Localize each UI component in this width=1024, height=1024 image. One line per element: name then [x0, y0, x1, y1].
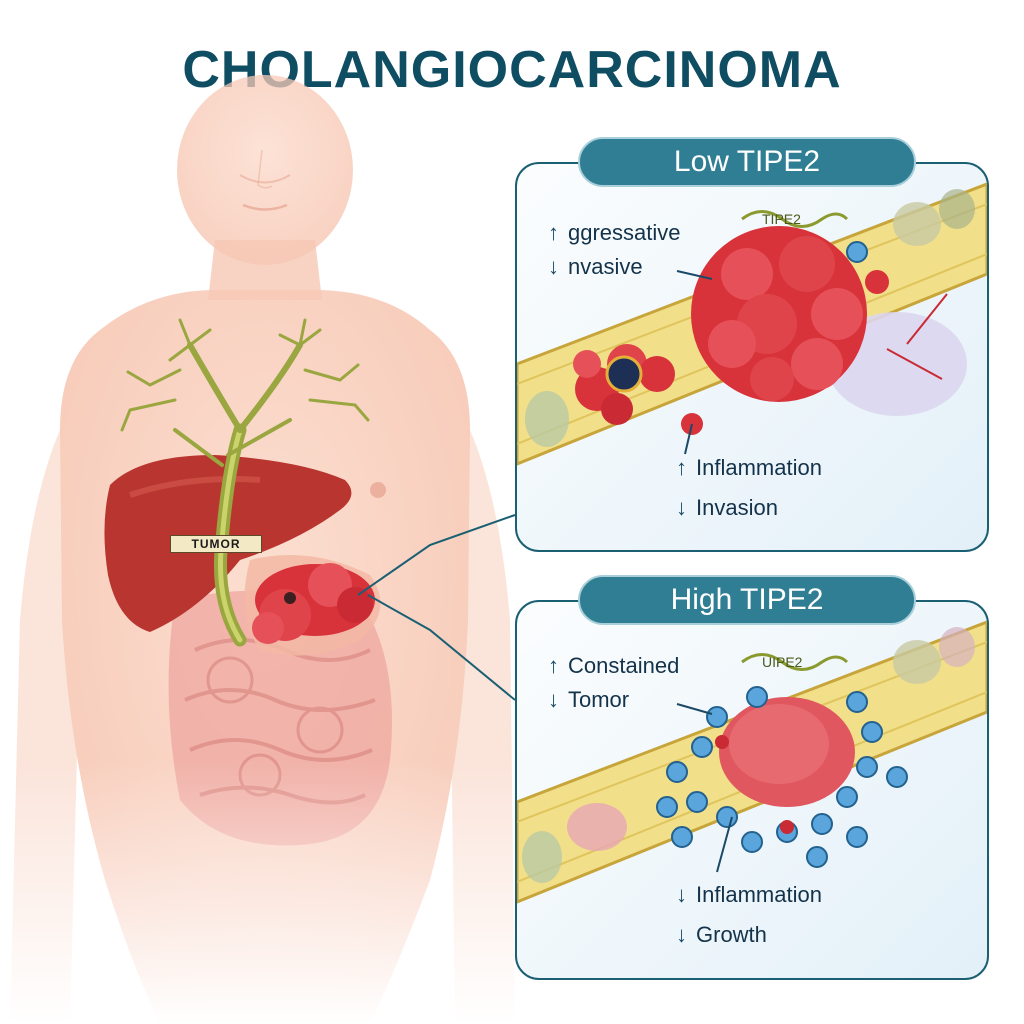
tumor-mass: [252, 563, 375, 644]
protein-label: UIPE2: [762, 654, 803, 670]
low-indicator-aggressive: ↑ggressative: [548, 220, 681, 245]
up-arrow-icon: ↑: [548, 653, 559, 678]
up-arrow-icon: ↑: [548, 220, 559, 245]
low-tipe2-header: Low TIPE2: [578, 137, 916, 187]
down-arrow-icon: ↓: [676, 922, 687, 947]
high-tipe2-illustration: UIPE2: [517, 620, 987, 904]
connector-line: [367, 594, 516, 701]
up-arrow-icon: ↑: [676, 455, 687, 480]
low-indicator-inflammation: ↑Inflammation: [676, 455, 822, 480]
low-indicator-invasion: ↓Invasion: [676, 495, 778, 520]
high-indicator-growth: ↓Growth: [676, 922, 767, 947]
high-indicator-inflammation: ↓Inflammation: [676, 882, 822, 907]
tipe2-protein: [741, 210, 849, 228]
low-tipe2-illustration: TIPE2: [517, 182, 987, 466]
high-tipe2-panel: UIPE2: [515, 600, 989, 980]
down-arrow-icon: ↓: [548, 254, 559, 279]
down-arrow-icon: ↓: [676, 882, 687, 907]
connector-line: [357, 514, 516, 596]
protein-label: TIPE2: [762, 211, 801, 227]
contained-tumor: [719, 697, 855, 807]
high-indicator-tumor: ↓Tomor: [548, 687, 630, 712]
large-tumor: [691, 226, 867, 402]
down-arrow-icon: ↓: [676, 495, 687, 520]
low-indicator-invasive: ↓nvasive: [548, 254, 643, 279]
tumor-label: TUMOR: [170, 535, 262, 553]
tipe2-protein: [741, 653, 849, 671]
down-arrow-icon: ↓: [548, 687, 559, 712]
high-tipe2-header: High TIPE2: [578, 575, 916, 625]
tumor-cluster: [573, 344, 675, 425]
high-indicator-contained: ↑Constained: [548, 653, 680, 678]
immune-cells: [656, 686, 908, 868]
